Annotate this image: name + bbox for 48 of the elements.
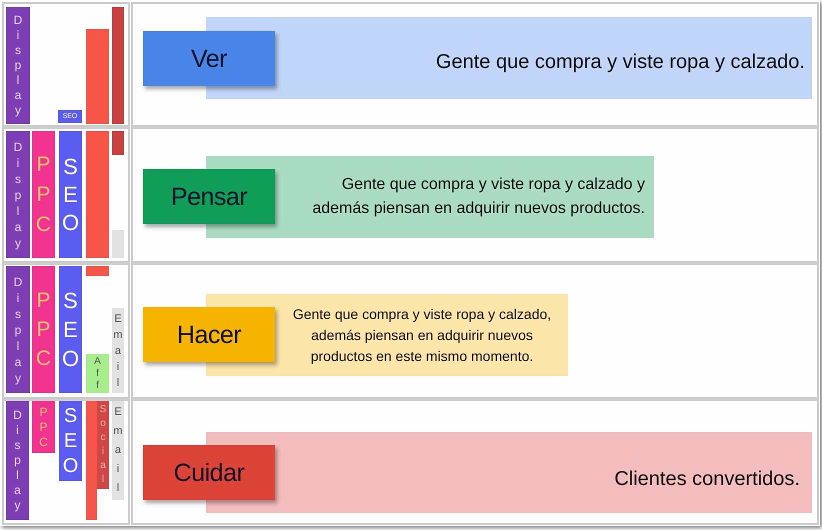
channel-label: PPC <box>39 404 48 450</box>
channel-bar <box>86 266 109 276</box>
channel-label: SEO <box>62 152 80 236</box>
channel-label: Display <box>14 138 22 250</box>
description-text: Clientes convertidos. <box>614 467 800 491</box>
channel-bar <box>86 131 109 258</box>
stage-label: Cuidar <box>174 458 244 488</box>
channel-bar <box>112 308 124 393</box>
channel-bar <box>32 401 55 453</box>
description-text: Gente que compra y viste ropa y calzado. <box>436 50 805 74</box>
channel-label: Display <box>13 408 22 513</box>
channel-bar <box>6 266 30 393</box>
channel-bar <box>32 266 55 393</box>
stage-tag <box>143 445 275 500</box>
channel-label: Social <box>100 403 106 487</box>
channel-label: PPC <box>36 152 52 238</box>
channel-label: Display <box>14 13 22 118</box>
channel-bar <box>59 266 82 393</box>
channel-label: SEO <box>62 404 78 478</box>
channel-label: Email <box>113 405 123 496</box>
channel-bar <box>6 131 30 258</box>
channel-bar <box>112 7 124 124</box>
stage-tag <box>143 169 275 224</box>
channel-bar <box>86 29 109 124</box>
stage-label: Pensar <box>170 182 248 212</box>
channel-bar <box>97 401 109 489</box>
description-text: Gente que compra y viste ropa y calzado y además piensan en adquirir nuevos productos. <box>311 175 645 219</box>
stage-tag <box>143 307 275 362</box>
channel-bar <box>58 110 82 123</box>
channel-label: Aff <box>94 356 101 392</box>
channel-bar <box>112 230 124 258</box>
channel-label: PPC <box>36 288 52 372</box>
stage-label: Hacer <box>176 320 242 350</box>
channel-bar <box>86 354 109 393</box>
channel-bar <box>6 7 30 124</box>
channel-bar <box>112 131 124 155</box>
stage-label: Ver <box>190 44 228 74</box>
channel-label: Email <box>113 312 123 390</box>
channel-label: Display <box>14 274 22 386</box>
channel-bar <box>86 401 97 520</box>
channel-bar <box>59 401 82 481</box>
channel-bar <box>6 401 29 520</box>
channel-bar <box>32 131 55 258</box>
description-text: Gente que compra y viste ropa y calzado, además piensan en adquirir nuevos productos en este mismo momento. <box>292 304 552 366</box>
stage-tag <box>143 31 275 86</box>
channel-bar <box>59 131 82 258</box>
channel-label: SEO <box>62 287 80 373</box>
channel-bar <box>112 401 124 500</box>
